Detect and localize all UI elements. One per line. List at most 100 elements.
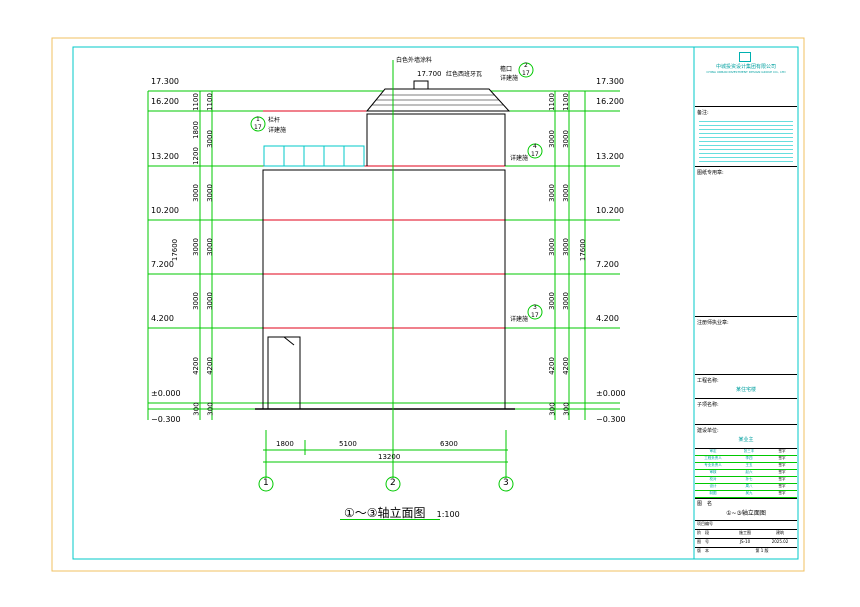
callout-1-num: 1 [256, 116, 260, 123]
staff-row: 设计 周八 签字 [695, 484, 797, 491]
tb-divider [695, 106, 797, 107]
stage-label: 阶 段 [697, 530, 709, 535]
dim-outer-right-3: 3000 [561, 238, 570, 256]
client-value: 某业主 [738, 437, 754, 443]
company-name-en: CHINA URBAN INVESTMENT DESIGN GROUP CO.,… [706, 70, 786, 74]
annot-roof-tile: 红色西班牙瓦 [446, 71, 483, 78]
notes-text [699, 118, 793, 162]
dim-inner-left-7: 300 [192, 402, 201, 416]
dim-outer-left-3: 3000 [205, 238, 214, 256]
company-logo [739, 52, 751, 62]
dim-inner-right-1: 3000 [547, 130, 556, 148]
titleblock-frame [693, 46, 799, 560]
elev-left-5: 4.200 [151, 314, 174, 323]
elev-left-4: 7.200 [151, 260, 174, 269]
outer-frame [51, 37, 805, 572]
dim-outer-right-6: 300 [562, 402, 571, 416]
callout-0-num: 2 [524, 62, 528, 69]
staff-person: 吴九 [745, 491, 753, 495]
staff-person: 李四 [745, 456, 753, 460]
project-label: 工程名称: [697, 378, 719, 384]
stage-value: 施工图 [739, 530, 751, 535]
dim-outer-left-0: 1100 [205, 93, 214, 111]
elev-left-2: 13.200 [151, 152, 179, 161]
dim-outer-left-1: 3000 [205, 130, 214, 148]
staff-person: 王五 [745, 463, 753, 467]
info-row: 图 号 JS-10 2025.02 [695, 539, 797, 548]
elev-left-1: 16.200 [151, 97, 179, 106]
axis-circle-3 [498, 476, 514, 492]
drawing-title-row: ①～③轴立面图 1:100 [344, 502, 460, 521]
staff-role: 工程负责人 [704, 456, 722, 460]
version-label: 版 本 [697, 548, 709, 553]
staff-table: 审定 张三丰 签字 工程负责人 李四 签字 专业负责人 王五 签字 审核 赵六 … [695, 449, 797, 498]
total-height-right: 17600 [579, 238, 588, 262]
right-dimensions [554, 91, 586, 420]
elev-left-6: ±0.000 [151, 389, 181, 398]
bottom-dim-2: 6300 [440, 440, 458, 448]
elev-right-0: 17.300 [596, 77, 624, 86]
tb-divider [695, 498, 797, 499]
staff-role: 设计 [709, 484, 717, 488]
annot-roof-material: 白色外墙涂料 [396, 57, 433, 64]
dim-inner-left-0: 1100 [191, 93, 200, 111]
sub-label: 子项名称: [697, 402, 719, 408]
floor-lines [263, 110, 505, 329]
elev-right-7: −0.300 [596, 415, 626, 424]
dim-outer-right-0: 1100 [561, 93, 570, 111]
title-underline [340, 519, 440, 520]
tb-divider [695, 316, 797, 317]
dim-outer-left-6: 300 [206, 402, 215, 416]
annot-railing: 栏杆 [268, 117, 281, 124]
drawing-title: ①～③轴立面图 [344, 506, 426, 520]
staff-sign: 签字 [778, 456, 786, 460]
client-label: 建设单位: [697, 428, 719, 434]
left-dimensions [147, 91, 213, 420]
dim-outer-right-4: 3000 [561, 292, 570, 310]
dim-inner-right-0: 1100 [547, 93, 556, 111]
reg-label: 注册师执业章: [697, 320, 729, 326]
annot-eave: 檐口 [500, 66, 513, 73]
staff-row: 审定 张三丰 签字 [695, 449, 797, 456]
staff-sign: 签字 [778, 449, 786, 453]
proj-no-label: 项目编号 [697, 521, 713, 526]
dim-inner-left-1: 1800 [191, 121, 200, 139]
tb-divider [695, 424, 797, 425]
staff-row: 审核 赵六 签字 [695, 470, 797, 477]
staff-sign: 签字 [778, 463, 786, 467]
callout-3-sheet: 17 [531, 312, 539, 319]
elev-left-7: −0.300 [151, 415, 181, 424]
elev-right-1: 16.200 [596, 97, 624, 106]
staff-sign: 签字 [778, 491, 786, 495]
building-outline [255, 80, 515, 410]
staff-sign: 签字 [778, 477, 786, 481]
staff-person: 赵六 [745, 470, 753, 474]
staff-role: 专业负责人 [704, 463, 722, 467]
callout-2-sheet: 17 [531, 151, 539, 158]
info-table: 项目编号 阶 段 施工图 建筑 图 号 JS-10 2025.02 版 本 第 … [695, 521, 797, 556]
callout-2-num: 4 [533, 143, 537, 150]
dim-inner-right-2: 3000 [547, 184, 556, 202]
tb-divider [695, 520, 797, 521]
dim-outer-left-4: 3000 [205, 292, 214, 310]
callout-0-sheet: 17 [522, 70, 530, 77]
staff-person: 张三丰 [743, 449, 755, 453]
drawing-date: 2025.02 [771, 539, 789, 544]
dim-inner-right-6: 300 [548, 402, 557, 416]
drawing-no: JS-10 [739, 539, 751, 544]
top-elevation: 17.700 [417, 70, 442, 78]
total-width: 13200 [378, 453, 401, 461]
axis-3: 3 [503, 478, 509, 488]
drawing-frame [72, 46, 695, 560]
bottom-dim-0: 1800 [276, 440, 294, 448]
sheet-label: 图 名 [697, 501, 713, 507]
tb-divider [695, 448, 797, 449]
dim-outer-right-2: 3000 [561, 184, 570, 202]
notes-label: 备注: [697, 110, 709, 116]
elev-right-5: 4.200 [596, 314, 619, 323]
annot-see-detail-2: 详建施 [268, 127, 287, 134]
bottom-dim-1: 5100 [339, 440, 357, 448]
drawing-scale: 1:100 [436, 510, 460, 519]
total-height-left: 17600 [171, 238, 180, 262]
discipline-value: 建筑 [776, 530, 784, 535]
